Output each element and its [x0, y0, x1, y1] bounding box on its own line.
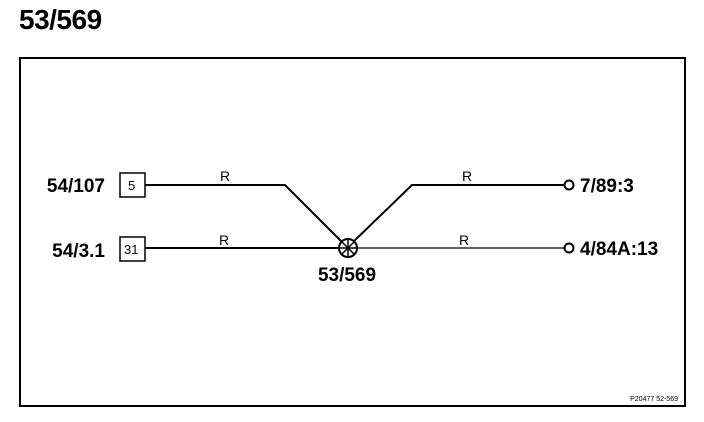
- reference-code: P20477 52-569: [630, 396, 678, 403]
- splice-junction-icon: [338, 238, 358, 258]
- page-title: 53/569: [19, 4, 102, 35]
- wire-input-1: [145, 184, 346, 246]
- wire-label-input-1: R: [220, 168, 230, 184]
- junction-label: 53/569: [318, 265, 376, 286]
- wire-output-1: [350, 184, 564, 245]
- connector-box-2-label: 31: [124, 242, 138, 257]
- output-label-1: 7/89:3: [580, 176, 634, 197]
- wire-label-output-1: R: [462, 168, 472, 184]
- wire-label-output-2: R: [459, 232, 469, 248]
- output-label-2: 4/84A:13: [580, 239, 658, 260]
- input-label-2: 54/3.1: [52, 241, 105, 262]
- diagram-frame: [19, 57, 686, 407]
- terminal-icon-2: [563, 242, 575, 254]
- connector-box-1-label: 5: [128, 178, 135, 193]
- connector-box-2: [119, 236, 146, 262]
- input-label-1: 54/107: [47, 176, 105, 197]
- connector-box-1: [119, 172, 146, 198]
- terminal-icon-1: [563, 179, 575, 191]
- wire-label-input-2: R: [219, 232, 229, 248]
